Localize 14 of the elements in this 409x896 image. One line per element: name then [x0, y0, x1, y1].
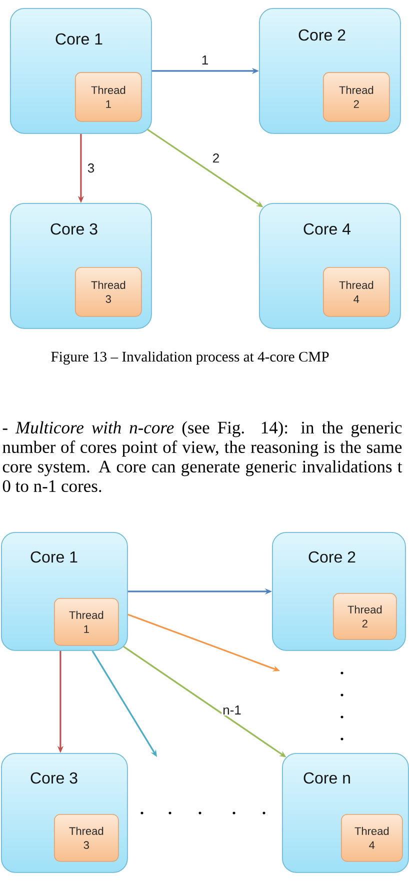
edge-label: 3 [86, 162, 96, 174]
thread-box: Thread 3 [54, 814, 119, 862]
thread-box: Thread 1 [75, 72, 142, 122]
thread-box: Thread 3 [75, 267, 142, 317]
paragraph: - Multicore with n-core (see Fig. 14): in the generic number of cores point of view, the reasoning is the same core system. A core can generate generic invalidations t 0 to n-1 cores. [2, 421, 402, 492]
edge-label: n-1 [222, 704, 242, 716]
edge-label: 2 [211, 152, 221, 164]
thread-box: Thread 4 [323, 267, 390, 317]
thread-box: Thread 1 [54, 598, 119, 646]
edge-label: 1 [200, 54, 210, 66]
thread-box: Thread 2 [333, 593, 397, 640]
thread-box: Thread 2 [323, 72, 390, 122]
thread-box: Thread 4 [341, 814, 403, 862]
caption: Figure 13 – Invalidation process at 4-core CMP [51, 351, 329, 365]
